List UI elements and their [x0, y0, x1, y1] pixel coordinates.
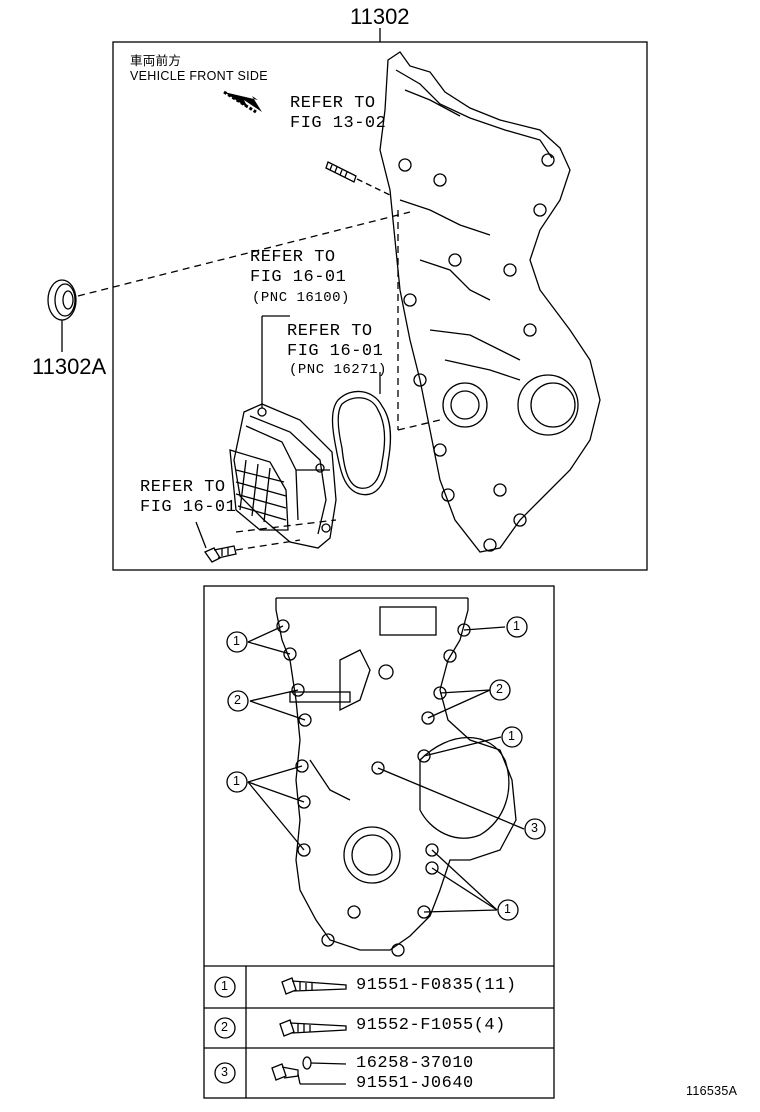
vehicle-side-label-jp: 車両前方: [130, 54, 182, 68]
image-code: 116535A: [686, 1084, 738, 1098]
table-ref-circle-3: [214, 1062, 236, 1084]
table-part-3b: 91551-J0640: [356, 1074, 474, 1093]
gasket-drawing: [331, 372, 392, 496]
water-pump-drawing: [229, 315, 337, 549]
vehicle-front-arrow: [223, 90, 262, 114]
callout-circle-1: [501, 726, 523, 748]
bottom-panel-frame: [203, 585, 555, 1099]
stud-bolt: [325, 161, 393, 197]
table-part-1: 91551-F0835(11): [356, 976, 517, 995]
part-number-11302a: 11302A: [32, 354, 107, 379]
oil-seal: [47, 211, 411, 352]
callout-label-2: 2: [496, 682, 504, 696]
refer-fig-16-01-c-line1: REFER TO: [140, 478, 226, 497]
callout-label-1: 1: [508, 729, 516, 743]
refer-pnc-16271: (PNC 16271): [289, 362, 387, 378]
refer-fig-16-01-c-line2: FIG 16-01: [140, 498, 237, 517]
table-ref-1: 1: [221, 979, 229, 993]
bolt-icon: [281, 977, 347, 995]
table-part-3a: 16258-37010: [356, 1054, 474, 1073]
callout-label-1: 1: [233, 774, 241, 788]
callout-circle-2: [489, 679, 511, 701]
refer-fig-13-02-line1: REFER TO: [290, 94, 376, 113]
refer-fig-16-01-a-line2: FIG 16-01: [250, 268, 347, 287]
table-ref-circle-1: [214, 976, 236, 998]
part-number-11302: 11302: [350, 4, 410, 29]
callout-label-1: 1: [513, 619, 521, 633]
vehicle-side-label-en: VEHICLE FRONT SIDE: [130, 69, 268, 83]
refer-fig-13-02-line2: FIG 13-02: [290, 114, 387, 133]
callout-label-3: 3: [531, 821, 539, 835]
callout-circle-2: [227, 690, 249, 712]
bolt-washer-icon: [271, 1056, 347, 1085]
refer-fig-16-01-b-line1: REFER TO: [287, 322, 373, 341]
bolt-drawing: [195, 521, 301, 563]
callout-circle-1: [506, 616, 528, 638]
refer-fig-16-01-b-line2: FIG 16-01: [287, 342, 384, 361]
callout-label-1: 1: [233, 634, 241, 648]
table-ref-3: 3: [221, 1065, 229, 1079]
callout-circle-1: [497, 899, 519, 921]
timing-chain-cover-drawing: [379, 51, 601, 553]
table-ref-2: 2: [221, 1020, 229, 1034]
refer-pnc-16100: (PNC 16100): [252, 290, 350, 306]
callout-circle-1: [226, 631, 248, 653]
bolt-icon: [279, 1019, 347, 1037]
callout-circle-1: [226, 771, 248, 793]
table-ref-circle-2: [214, 1017, 236, 1039]
callout-label-1: 1: [504, 902, 512, 916]
refer-fig-16-01-a-line1: REFER TO: [250, 248, 336, 267]
callout-label-2: 2: [234, 693, 242, 707]
cover-bolt-layout-drawing: [247, 597, 525, 957]
table-part-2: 91552-F1055(4): [356, 1016, 506, 1035]
callout-circle-3: [524, 818, 546, 840]
